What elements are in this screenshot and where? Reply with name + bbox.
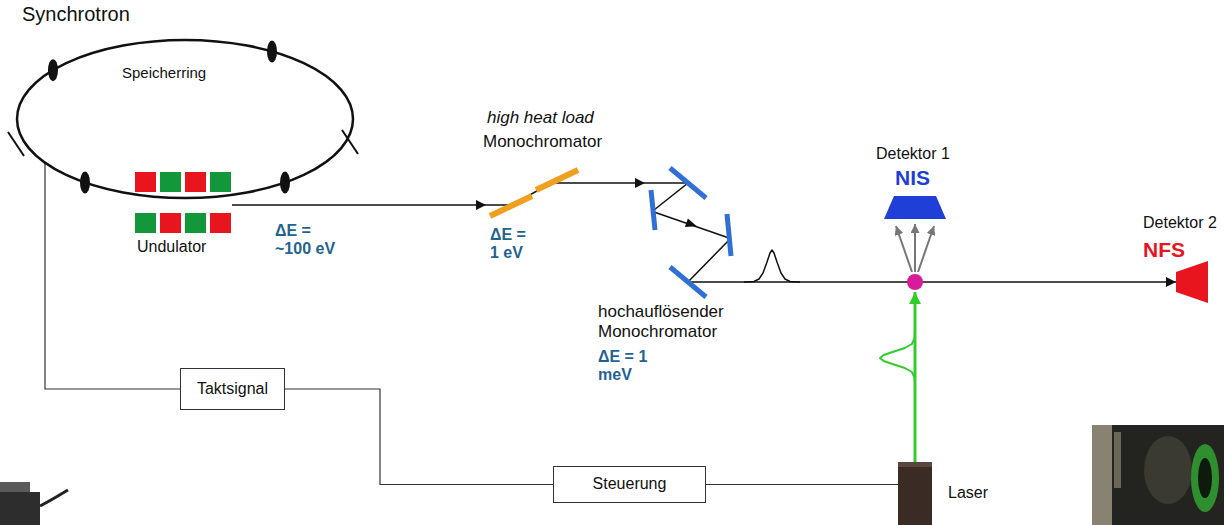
ring-outline	[17, 40, 353, 198]
magnet-block	[185, 172, 206, 192]
energy-resolution: ΔE = ~100 eV	[275, 222, 345, 259]
crystal	[670, 267, 706, 297]
magnet-block	[210, 172, 231, 192]
detector: Detektor 2NFS	[1176, 261, 1208, 303]
device-photo	[0, 492, 40, 525]
crystal	[490, 196, 532, 216]
part-label: Laser	[948, 484, 988, 502]
shape-outline	[135, 172, 232, 233]
crystal	[536, 170, 578, 190]
beam-path	[232, 204, 486, 206]
scatter-arrow	[914, 224, 916, 272]
bending-magnet	[48, 59, 58, 81]
box-label: Taktsignal	[197, 380, 268, 398]
laser-glow	[1191, 444, 1219, 512]
device-cable	[40, 490, 68, 506]
scatter-arrow	[896, 226, 912, 272]
magnet-block	[185, 213, 206, 233]
x-ray-pulse	[744, 250, 800, 282]
signal-wire	[706, 484, 898, 485]
process-box: Taktsignal	[180, 368, 285, 410]
bending-magnet	[280, 171, 290, 193]
arrowhead	[685, 218, 698, 230]
sample-photo	[1144, 436, 1192, 504]
monochromator: high heat loadMonochromator	[486, 160, 588, 225]
laser-body	[898, 462, 932, 525]
laser: Laser	[898, 462, 932, 525]
detector-shape	[884, 196, 946, 219]
part-label: hochauflösender Monochromator	[598, 302, 738, 341]
laser-aperture	[898, 462, 932, 467]
detector-shape	[1176, 261, 1208, 303]
crystal	[651, 190, 655, 230]
magnet-block	[135, 172, 156, 192]
detector-name: NFS	[1143, 238, 1185, 262]
laser-pulse	[880, 330, 915, 386]
sample-photo	[1092, 425, 1112, 525]
scatter-arrow	[918, 226, 934, 272]
sample-photo	[1092, 425, 1224, 525]
magnet-block	[210, 213, 231, 233]
shape-outline	[645, 160, 740, 300]
part-label: Undulator	[137, 238, 206, 256]
shape-outline	[898, 462, 932, 525]
box-label: Steuerung	[593, 475, 667, 493]
part-label: Detektor 1	[876, 145, 950, 163]
sample-dot	[907, 274, 923, 290]
section-heading: Synchrotron	[22, 3, 130, 26]
bending-magnet	[80, 171, 90, 193]
sample-holder	[1114, 432, 1121, 488]
energy-resolution: ΔE = 1 meV	[598, 348, 658, 385]
detector-name: NIS	[895, 166, 930, 190]
part-label: Monochromator	[483, 132, 602, 152]
magnet-block	[160, 213, 181, 233]
undulator: Undulator	[135, 172, 232, 233]
beam-path	[588, 182, 645, 184]
crystal	[670, 168, 706, 198]
bending-magnet	[267, 40, 277, 62]
process-box: Steuerung	[553, 466, 706, 503]
magnet-block	[135, 213, 156, 233]
ring-label: Speicherring	[122, 64, 206, 81]
signal-wire	[285, 389, 553, 485]
beam-path	[740, 281, 1176, 283]
shape-outline	[486, 160, 588, 225]
monochromator: hochauflösender Monochromator	[645, 160, 740, 300]
magnet-block	[160, 172, 181, 192]
detector: Detektor 1NIS	[884, 196, 946, 219]
part-label: Detektor 2	[1143, 214, 1217, 232]
shape-outline	[884, 196, 946, 219]
beam-path	[654, 212, 729, 238]
laser-glow	[1198, 458, 1212, 498]
energy-resolution: ΔE = 1 eV	[490, 226, 534, 263]
part-label: high heat load	[487, 108, 594, 128]
crystal	[727, 214, 731, 256]
shape-outline	[1176, 261, 1208, 303]
